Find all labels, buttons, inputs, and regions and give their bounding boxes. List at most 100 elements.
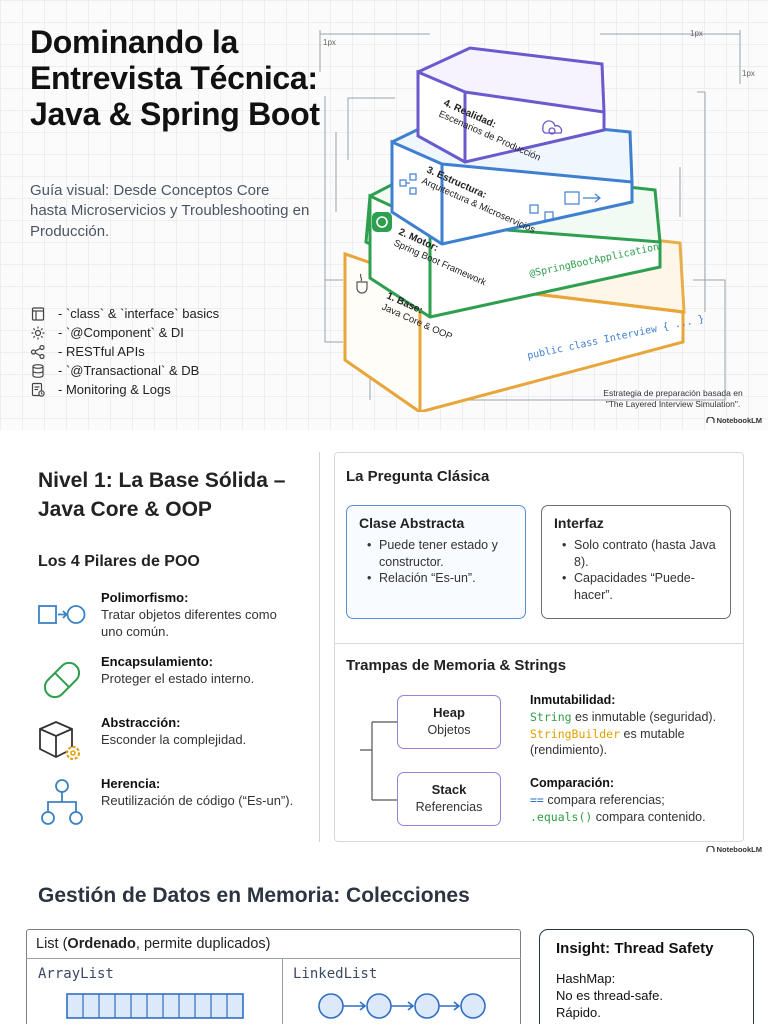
feature-text: - Monitoring & Logs [58, 382, 171, 397]
spring-icon [372, 212, 392, 232]
collections-title: Gestión de Datos en Memoria: Colecciones [38, 884, 470, 907]
heap-title: Heap [433, 705, 465, 720]
slide-collections: Gestión de Datos en Memoria: Colecciones… [0, 860, 768, 1024]
stack-box: Stack Referencias [397, 772, 501, 826]
feature-item: - Monitoring & Logs [30, 380, 219, 399]
array-diagram [66, 993, 244, 1019]
cloud-gear-icon [542, 120, 563, 135]
microservices-icon [529, 191, 601, 221]
slide-level1: Nivel 1: La Base Sólida – Java Core & OO… [0, 430, 768, 860]
card-bullet: Relación “Es-un”. [359, 570, 513, 587]
layer-reality [416, 46, 606, 164]
database-icon [30, 363, 46, 379]
list-header-bold: Ordenado [67, 936, 136, 952]
list-header-prefix: List ( [36, 936, 68, 952]
dimension-label: 1px [742, 69, 755, 78]
connector-lines [319, 30, 741, 401]
stack-title: Stack [431, 782, 467, 797]
pillars-title: Los 4 Pilares de POO [38, 553, 200, 570]
immutability-note: Inmutabilidad: String es inmutable (segu… [530, 692, 745, 759]
feature-text: - `class` & `interface` basics [58, 306, 220, 321]
brand-text: NotebookLM [716, 845, 762, 854]
note-text: es inmutable (seguridad). [571, 709, 717, 724]
card-title: Clase Abstracta [359, 515, 465, 531]
stack-sub: Referencias [415, 799, 483, 814]
memory-bracket [360, 721, 397, 801]
insight-line: Rápido. [556, 1004, 601, 1020]
page-title: Dominando la Entrevista Técnica: Java & … [30, 24, 320, 133]
pillar-desc: Reutilización de código (“Es-un”). [101, 792, 294, 808]
note-title: Comparación: [530, 776, 615, 790]
code-equals-method: .equals() [530, 809, 593, 824]
pillar-encapsulation: Encapsulamiento: Proteger el estado inte… [36, 654, 296, 706]
notebooklm-logo-icon [705, 846, 715, 852]
dimension-label: 1px [690, 29, 703, 38]
note-text: es mutable (rendimiento). [530, 726, 685, 758]
question-title: La Pregunta Clásica [346, 468, 490, 485]
pillar-polymorphism: Polimorfismo: Tratar objetos diferentes … [36, 590, 296, 642]
card-bullet: Capacidades “Puede-hacer”. [554, 570, 718, 603]
divider [282, 958, 283, 1024]
insight-card: Insight: Thread Safety HashMap: No es th… [539, 929, 754, 1024]
pillar-title: Encapsulamiento: [101, 654, 213, 669]
comparison-note: Comparación: == compara referencias; .eq… [530, 775, 745, 825]
insight-line: No es thread-safe. [556, 987, 663, 1003]
feature-text: - `@Transactional` & DB [58, 363, 200, 378]
code-equals-op: == [530, 792, 544, 807]
brand-badge: NotebookLM [705, 416, 762, 425]
card-bullet: Puede tener estado y constructor. [359, 537, 513, 570]
slide-intro: Dominando la Entrevista Técnica: Java & … [0, 0, 768, 430]
list-header-suffix: , permite duplicados) [135, 936, 271, 952]
divider [26, 958, 521, 959]
list-header: List (Ordenado, permite duplicados) [36, 936, 271, 952]
polymorphism-icon [38, 605, 86, 624]
feature-item: - `@Transactional` & DB [30, 361, 219, 380]
feature-list: - `class` & `interface` basics - `@Compo… [30, 304, 219, 399]
layer-pyramid-diagram: 1px 1px 1px [319, 29, 755, 412]
card-bullet: Solo contrato (hasta Java 8). [554, 537, 718, 570]
abstract-class-card: Clase Abstracta Puede tener estado y con… [346, 505, 526, 619]
feature-text: - RESTful APIs [58, 344, 145, 359]
pillar-title: Herencia: [101, 776, 161, 791]
code-string: String [530, 709, 572, 724]
linkedlist-label: LinkedList [293, 966, 378, 982]
page-subtitle: Guía visual: Desde Conceptos Core hasta … [30, 182, 310, 240]
note-text: compara referencias; [543, 792, 665, 807]
hierarchy-icon [399, 173, 417, 195]
interface-card: Interfaz Solo contrato (hasta Java 8). C… [541, 505, 731, 619]
java-cup-icon [356, 273, 368, 294]
hierarchy-icon [41, 779, 83, 825]
brand-badge: NotebookLM [705, 845, 762, 854]
share-nodes-icon [30, 344, 46, 360]
note-text: compara contenido. [592, 809, 706, 824]
insight-line: HashMap: [556, 971, 616, 986]
level-title: Nivel 1: La Base Sólida – Java Core & OO… [38, 469, 286, 522]
code-file-icon [30, 306, 46, 322]
pillar-desc: Proteger el estado interno. [101, 670, 255, 686]
box-gear-icon [39, 721, 81, 761]
strategy-note: Estrategia de preparación basada en "The… [603, 388, 743, 409]
divider [334, 643, 744, 644]
pillar-desc: Tratar objetos diferentes como uno común… [101, 606, 277, 639]
pillar-inheritance: Herencia: Reutilización de código (“Es-u… [36, 776, 296, 828]
gear-icon [30, 325, 46, 341]
feature-item: - RESTful APIs [30, 342, 219, 361]
notebooklm-logo-icon [705, 417, 715, 423]
insight-title: Insight: Thread Safety [556, 940, 714, 957]
note-title: Inmutabilidad: [530, 693, 616, 707]
feature-item: - `@Component` & DI [30, 323, 219, 342]
heap-sub: Objetos [427, 722, 471, 737]
card-title: Interfaz [554, 515, 604, 531]
feature-text: - `@Component` & DI [58, 325, 184, 340]
code-stringbuilder: StringBuilder [530, 726, 621, 741]
pillar-title: Polimorfismo: [101, 590, 189, 605]
monitoring-icon [30, 382, 46, 398]
memory-title: Trampas de Memoria & Strings [346, 657, 567, 674]
pillar-abstraction: Abstracción: Esconder la complejidad. [36, 715, 296, 767]
heap-box: Heap Objetos [397, 695, 501, 749]
linked-list-diagram [318, 993, 486, 1019]
brand-text: NotebookLM [716, 416, 762, 425]
pillar-title: Abstracción: [101, 715, 181, 730]
divider [319, 452, 320, 842]
capsule-icon [43, 661, 81, 699]
